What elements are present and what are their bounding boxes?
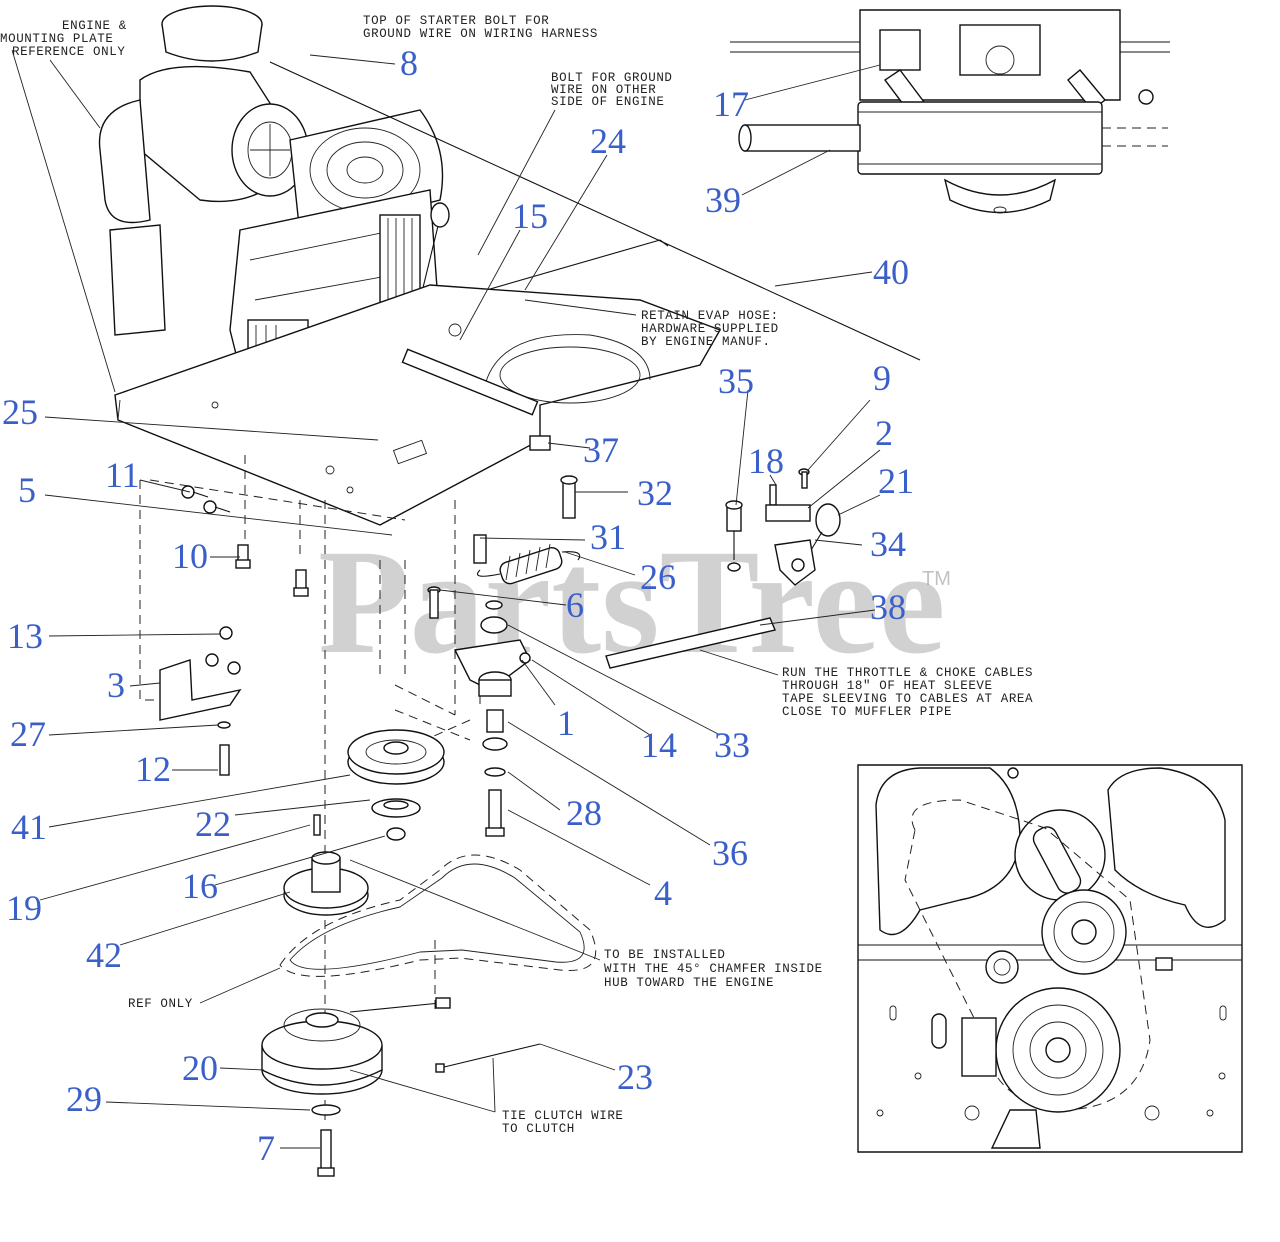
- note-cables-3: TAPE SLEEVING TO CABLES AT AREA: [782, 692, 1033, 706]
- callout-4: 4: [654, 873, 672, 913]
- part-tie-23: [439, 1043, 541, 1069]
- callout-16: 16: [182, 866, 218, 906]
- callout-12: 12: [135, 749, 171, 789]
- part-nut-16: [386, 827, 406, 841]
- callout-39: 39: [705, 180, 741, 220]
- callout-31: 31: [590, 517, 626, 557]
- belt-routing-inset: [857, 764, 1243, 1153]
- part-sleeve-38: [605, 617, 776, 669]
- callout-1: 1: [557, 703, 575, 743]
- part-bolt-31: [473, 534, 487, 564]
- callout-27: 27: [10, 714, 46, 754]
- callout-40: 40: [873, 252, 909, 292]
- callout-23: 23: [617, 1057, 653, 1097]
- note-engine-plate-1: ENGINE &: [62, 19, 127, 33]
- part-bolt-32: [562, 479, 576, 519]
- callout-26: 26: [640, 557, 676, 597]
- part-bolt-4: [485, 789, 505, 837]
- note-ground-bolt-2: WIRE ON OTHER: [551, 83, 656, 97]
- note-starter-bolt-2: GROUND WIRE ON WIRING HARNESS: [363, 27, 598, 41]
- part-fitting-37: [529, 435, 551, 451]
- note-ground-bolt-3: SIDE OF ENGINE: [551, 95, 664, 109]
- callout-8: 8: [400, 43, 418, 83]
- note-chamfer-2: WITH THE 45° CHAMFER INSIDE: [604, 962, 823, 976]
- part-spring-26: [476, 543, 581, 585]
- note-evap-hose-3: BY ENGINE MANUF.: [641, 335, 771, 349]
- callout-28: 28: [566, 793, 602, 833]
- note-evap-hose-2: HARDWARE SUPPLIED: [641, 322, 779, 336]
- part-hub-42: [283, 851, 369, 916]
- callout-11: 11: [105, 455, 140, 495]
- part-bolt-10: [235, 544, 309, 597]
- belt-ref: [279, 854, 597, 977]
- callout-29: 29: [66, 1079, 102, 1119]
- note-chamfer-3: HUB TOWARD THE ENGINE: [604, 976, 774, 990]
- callout-10: 10: [172, 536, 208, 576]
- callout-25: 25: [2, 392, 38, 432]
- note-cables-4: CLOSE TO MUFFLER PIPE: [782, 705, 952, 719]
- leader-lines: [11, 49, 881, 1149]
- callout-37: 37: [583, 430, 619, 470]
- part-pulley-41: [347, 729, 445, 785]
- callout-22: 22: [195, 804, 231, 844]
- part-pin-19: [313, 814, 321, 836]
- callout-34: 34: [870, 524, 906, 564]
- engine-assembly: [98, 5, 450, 446]
- muffler-inset: [730, 9, 1170, 214]
- callout-2: 2: [875, 413, 893, 453]
- callout-17: 17: [713, 84, 749, 124]
- part-washer-27: [217, 721, 231, 776]
- part-washer-29: [311, 1104, 341, 1116]
- callout-19: 19: [6, 888, 42, 928]
- part-idler-arm-1: [453, 639, 531, 697]
- part-bolt-7: [317, 1129, 335, 1177]
- callout-36: 36: [712, 833, 748, 873]
- part-spacer-36: [486, 709, 504, 733]
- callouts: 8 24 15 17 39 40 25 37 11 5 32 10 31 26 …: [2, 43, 914, 1168]
- part-pulley-22: [371, 798, 421, 818]
- note-cables-2: THROUGH 18" OF HEAT SLEEVE: [782, 679, 993, 693]
- watermark-trademark: TM: [922, 568, 951, 590]
- part-bracket-3: [159, 626, 242, 721]
- cable-40: [269, 61, 921, 361]
- callout-35: 35: [718, 361, 754, 401]
- note-tie-clutch-2: TO CLUTCH: [502, 1122, 575, 1136]
- part-bolt-6: [427, 586, 441, 619]
- callout-9: 9: [873, 358, 891, 398]
- note-evap-hose-1: RETAIN EVAP HOSE:: [641, 309, 779, 323]
- callout-6: 6: [566, 585, 584, 625]
- callout-21: 21: [878, 461, 914, 501]
- callout-20: 20: [182, 1048, 218, 1088]
- callout-33: 33: [714, 725, 750, 765]
- note-tie-clutch-1: TIE CLUTCH WIRE: [502, 1109, 624, 1123]
- callout-38: 38: [870, 587, 906, 627]
- callout-42: 42: [86, 935, 122, 975]
- notes: ENGINE & MOUNTING PLATE REFERENCE ONLY T…: [0, 14, 1033, 1136]
- callout-5: 5: [18, 470, 36, 510]
- part-33: [480, 616, 508, 634]
- note-ground-bolt-1: BOLT FOR GROUND: [551, 71, 673, 85]
- callout-3: 3: [107, 665, 125, 705]
- note-engine-plate-2: MOUNTING PLATE: [0, 32, 113, 46]
- note-ref-only: REF ONLY: [128, 997, 193, 1011]
- note-starter-bolt-1: TOP OF STARTER BOLT FOR: [363, 14, 549, 28]
- note-chamfer-1: TO BE INSTALLED: [604, 948, 726, 962]
- note-engine-plate-3: REFERENCE ONLY: [12, 45, 125, 59]
- part-bolts-11: [181, 485, 231, 514]
- callout-7: 7: [257, 1128, 275, 1168]
- callout-41: 41: [11, 807, 47, 847]
- note-cables-1: RUN THE THROTTLE & CHOKE CABLES: [782, 666, 1033, 680]
- callout-15: 15: [512, 196, 548, 236]
- callout-32: 32: [637, 473, 673, 513]
- part-throttle-cluster: [725, 468, 841, 586]
- mounting-plate: [114, 284, 722, 526]
- callout-18: 18: [748, 441, 784, 481]
- callout-24: 24: [590, 121, 626, 161]
- part-washer-28: [484, 767, 506, 777]
- callout-13: 13: [7, 616, 43, 656]
- part-clutch-20: [261, 997, 451, 1095]
- callout-14: 14: [641, 725, 677, 765]
